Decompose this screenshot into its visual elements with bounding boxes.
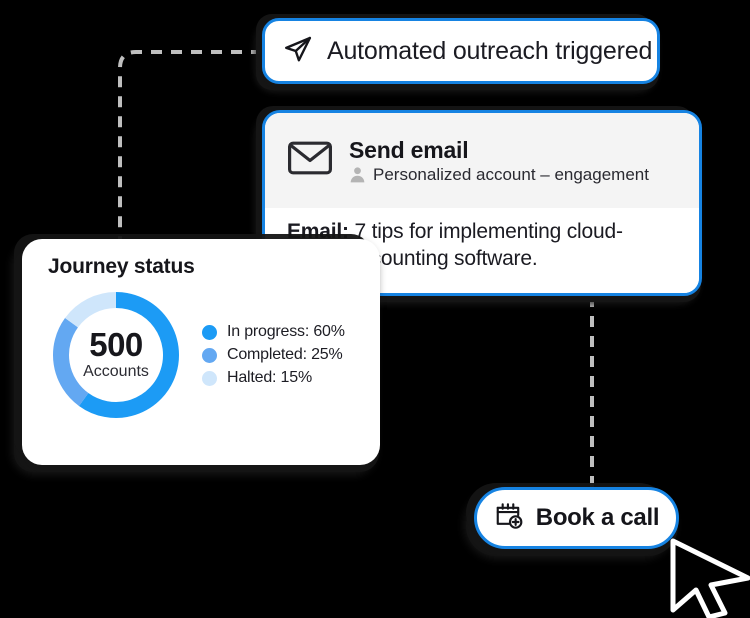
send-email-header: Send email Personalized account – engage…	[265, 113, 699, 208]
automated-outreach-label: Automated outreach triggered	[327, 36, 653, 65]
automated-outreach-card[interactable]: Automated outreach triggered	[262, 18, 660, 84]
journey-legend: In progress: 60% Completed: 25% Halted: 15…	[202, 323, 345, 387]
book-a-call-label: Book a call	[535, 504, 660, 531]
journey-status-card[interactable]: Journey status 500 Accounts In progress:…	[22, 239, 380, 465]
legend-item: Halted: 15%	[202, 369, 345, 387]
connector-outreach-to-journey	[118, 50, 262, 240]
donut-total-value: 500	[89, 326, 143, 364]
donut-total-unit: Accounts	[83, 363, 149, 381]
send-email-audience: Personalized account – engagement	[349, 165, 649, 185]
legend-label: Completed: 25%	[227, 346, 343, 363]
legend-color-dot	[202, 370, 217, 386]
donut-segment	[53, 317, 89, 406]
donut-center-label: 500 Accounts	[48, 287, 184, 423]
mouse-pointer-icon	[670, 538, 750, 618]
donut-svg	[53, 292, 179, 418]
donut-segment	[65, 292, 117, 328]
legend-color-dot	[202, 347, 217, 363]
legend-item: In progress: 60%	[202, 323, 345, 341]
send-email-title: Send email	[349, 136, 469, 163]
person-icon	[350, 167, 365, 183]
envelope-icon	[287, 139, 333, 182]
send-email-body-label: Email:	[287, 220, 349, 243]
calendar-plus-icon	[494, 501, 524, 536]
journey-status-content: 500 Accounts In progress: 60% Completed: …	[48, 287, 380, 423]
book-a-call-button[interactable]: Book a call	[474, 487, 679, 549]
donut-segment	[78, 292, 179, 418]
send-paper-plane-icon	[283, 34, 313, 69]
legend-color-dot	[202, 324, 217, 340]
journey-status-title: Journey status	[48, 255, 195, 278]
legend-item: Completed: 25%	[202, 346, 345, 364]
send-email-audience-text: Personalized account – engagement	[373, 164, 649, 184]
legend-label: In progress: 60%	[227, 323, 345, 340]
legend-label: Halted: 15%	[227, 369, 312, 386]
journey-donut-chart: 500 Accounts	[48, 287, 184, 423]
